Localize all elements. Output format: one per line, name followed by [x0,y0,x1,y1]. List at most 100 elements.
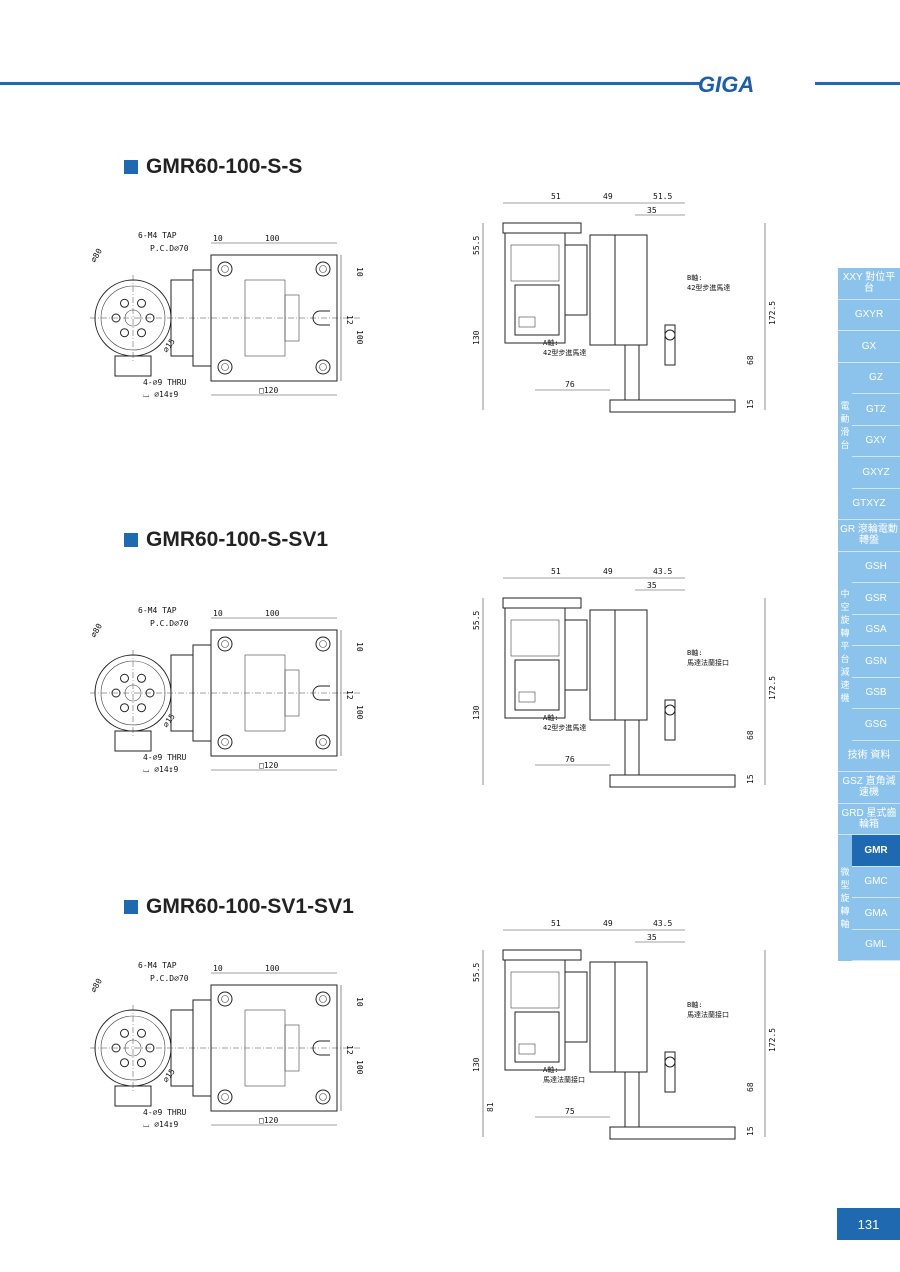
a-axis-desc: 42型步進馬達 [543,348,586,357]
slot [312,685,330,701]
hub-inner-circle [100,660,166,726]
tap-hole [137,703,146,713]
counterbore-label: ⌴ ∅14↧9 [143,765,178,774]
dim-76: 76 [565,755,575,764]
mount-hole-inner [221,995,229,1003]
dim-172-5: 172.5 [768,1028,777,1052]
bullet-square-icon [124,160,138,174]
mount-hole-inner [319,738,327,746]
thru-hole-label: 4-∅9 THRU [143,753,187,762]
dim-68: 68 [746,1082,755,1092]
section-title-text: GMR60-100-S-S [146,155,303,178]
dim-12-vert: 12 [345,1045,354,1055]
sidebar-item-gxyr[interactable]: GXYR [838,299,900,331]
b-axis-body [614,961,648,1073]
mount-hole-inner [319,640,327,648]
section-title-1: GMR60-100-S-S [124,155,302,179]
tap-hole [137,673,146,683]
dim-55-5: 55.5 [472,236,481,255]
hub-inner-circle [100,285,166,351]
sidebar-item-gmr[interactable]: GMR [852,835,900,867]
sidebar-item-gxyz[interactable]: GXYZ [852,457,900,489]
bracket-upright [624,719,640,776]
dim-35: 35 [647,581,657,590]
dim-15: 15 [746,399,755,409]
sidebar-item-gtz[interactable]: GTZ [852,394,900,426]
thru-hole-label: 4-∅9 THRU [143,378,187,387]
sidebar-item-gml[interactable]: GML [852,929,900,961]
b-axis-body [614,234,648,346]
mount-hole-inner [221,640,229,648]
dia80-label: ∅80 [89,977,104,994]
page-number: 131 [837,1208,900,1240]
dim-10: 10 [213,964,223,973]
sidebar-item-xxy[interactable]: XXY 對位平台 [838,268,900,300]
b-axis-plate [589,234,616,346]
a-axis-desc: 42型步進馬達 [543,723,586,732]
dim-76: 76 [565,380,575,389]
sidebar-item-gmc[interactable]: GMC [852,866,900,898]
b-axis-body [614,609,648,721]
b-axis-label: B軸: [687,1000,702,1009]
sidebar-item-gsa[interactable]: GSA [852,614,900,646]
tap-label: 6-M4 TAP [138,606,177,615]
sidebar-item-gsz[interactable]: GSZ 直角減速機 [838,772,900,804]
sidebar-item-gxy[interactable]: GXY [852,425,900,457]
tap-hole [137,298,146,308]
dim-55-5: 55.5 [472,963,481,982]
dim-172-5: 172.5 [768,301,777,325]
inner-shaft [284,669,300,717]
mount-hole [217,261,233,277]
mount-hole-inner [221,363,229,371]
connector-a [518,1043,536,1055]
mount-hole-inner [221,738,229,746]
mount-hole [217,734,233,750]
tap-hole [120,1028,129,1038]
b-motor-mount [664,1051,676,1093]
dim-35: 35 [647,933,657,942]
sidebar-item-gx[interactable]: GX [838,331,900,363]
dim-35: 35 [647,206,657,215]
body-detail [510,244,560,282]
dim-49: 49 [603,919,613,928]
dia80-label: ∅80 [89,247,104,264]
sidebar-item-gsb[interactable]: GSB [852,677,900,709]
sidebar-item-gr[interactable]: GR 滾輪電動轉盤 [838,520,900,552]
sidebar-item-gsn[interactable]: GSN [852,646,900,678]
header-rule-left [0,82,700,85]
mount-hole [217,991,233,1007]
sidebar-item-技術[interactable]: 技術 資料 [838,740,900,772]
connector-a [518,691,536,703]
tap-label: 6-M4 TAP [138,961,177,970]
tap-hole [120,298,129,308]
sidebar-item-gsh[interactable]: GSH [852,551,900,583]
sidebar-item-grd[interactable]: GRD 星式齒輪箱 [838,803,900,835]
dim-49: 49 [603,192,613,201]
mount-hole [315,359,331,375]
tap-hole [120,1058,129,1068]
mount-hole-inner [319,265,327,273]
bracket-upright [624,344,640,401]
dim-51: 51 [551,567,561,576]
sidebar-item-gsr[interactable]: GSR [852,583,900,615]
sidebar-item-gsg[interactable]: GSG [852,709,900,741]
b-axis-desc: 42型步進馬達 [687,283,730,292]
dim-100-vert: 100 [355,705,364,720]
inner-shaft [284,1024,300,1072]
sidebar-item-gz[interactable]: GZ [852,362,900,394]
sidebar-item-gtxyz[interactable]: GTXYZ [838,488,900,520]
section-title-text: GMR60-100-SV1-SV1 [146,895,354,918]
table-plate [502,949,582,961]
hub-inner-circle [100,1015,166,1081]
mount-hole [315,1089,331,1105]
mount-hole-inner [221,265,229,273]
dim-12-vert: 12 [345,690,354,700]
section-title-2: GMR60-100-S-SV1 [124,528,328,552]
b-axis-label: B軸: [687,648,702,657]
body-detail [510,619,560,657]
motor-a [514,1011,560,1063]
sidebar-item-gma[interactable]: GMA [852,898,900,930]
